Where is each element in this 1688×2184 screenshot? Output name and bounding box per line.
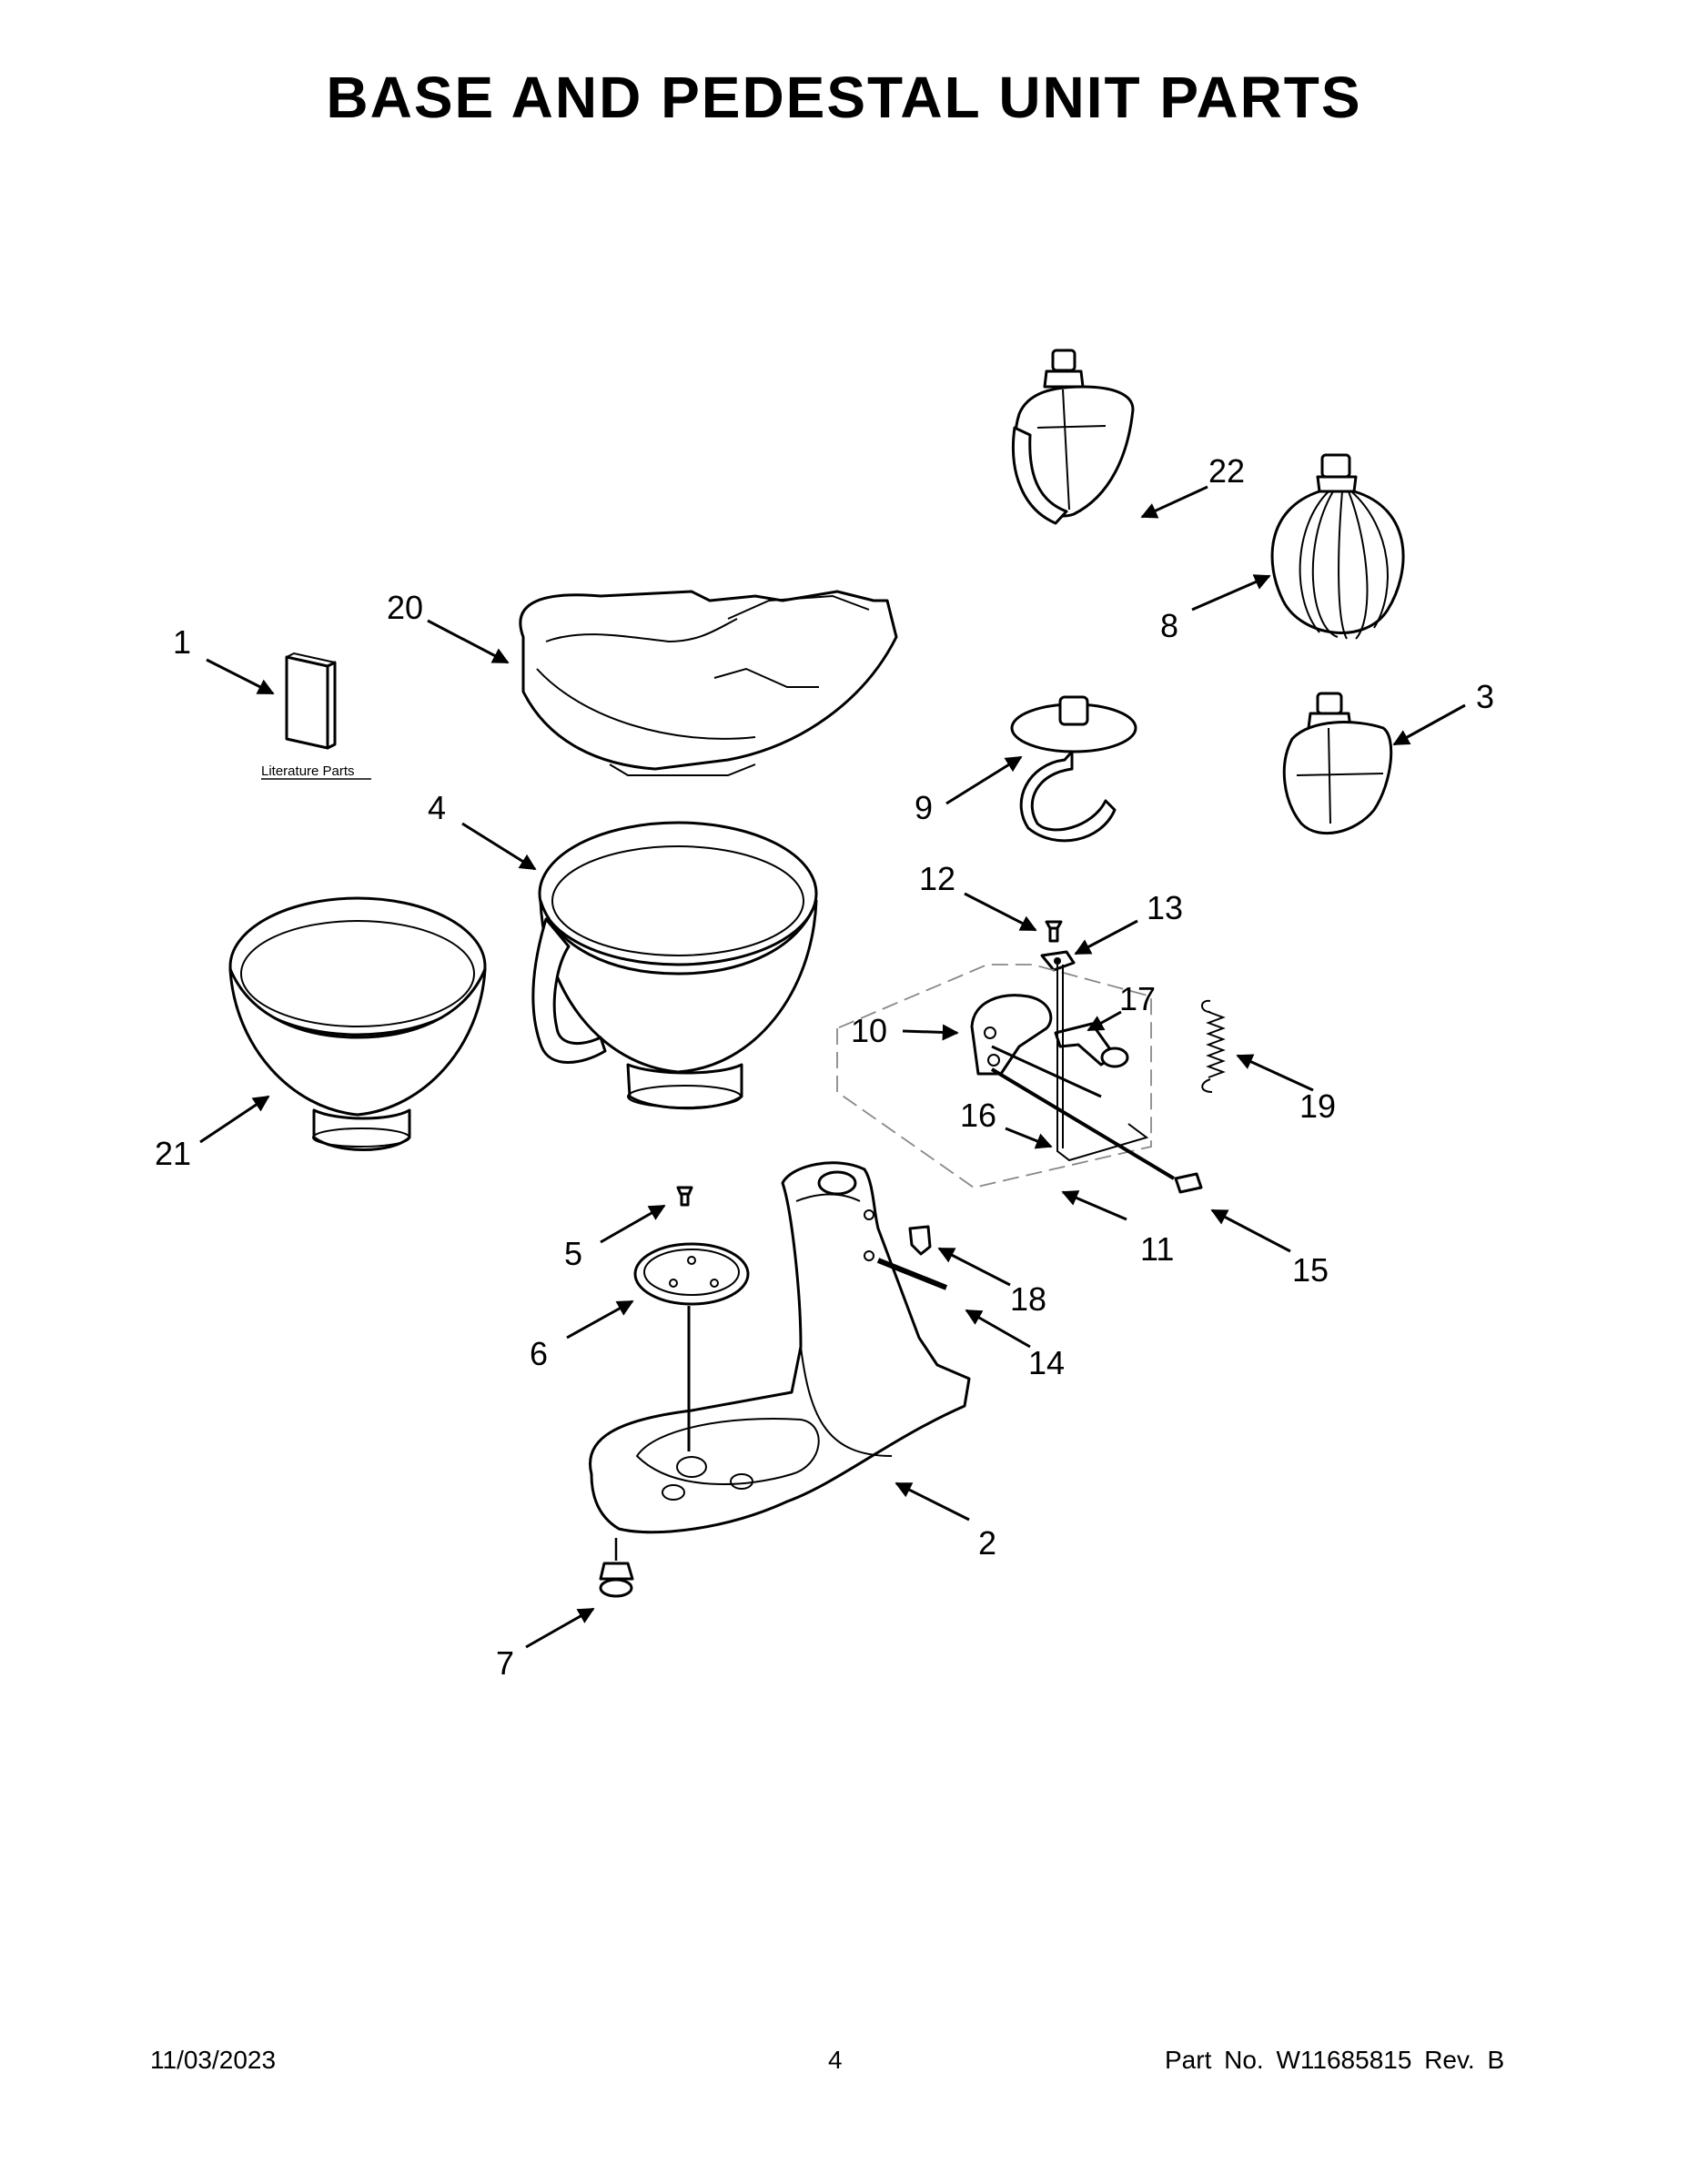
lock-lever	[1054, 1022, 1129, 1068]
rubber-foot	[599, 1538, 634, 1598]
hinge-rod	[1056, 965, 1149, 1162]
screw	[1045, 920, 1063, 943]
callout-8: 8	[1160, 607, 1178, 644]
callout-2: 2	[978, 1524, 996, 1562]
flat-beater	[1282, 692, 1393, 835]
dough-hook	[1010, 695, 1137, 843]
callout-10: 10	[851, 1012, 887, 1049]
callout-13: 13	[1147, 889, 1183, 926]
pedestal-base	[589, 1161, 971, 1534]
callout-3: 3	[1476, 678, 1494, 715]
hinge-assembly-outline	[836, 964, 1152, 1188]
callout-18: 18	[1010, 1280, 1046, 1318]
callout-4: 4	[428, 789, 446, 826]
wire-whip	[1270, 453, 1405, 640]
callout-15: 15	[1292, 1251, 1329, 1289]
callout-arrows	[199, 485, 1466, 1649]
callout-7: 7	[496, 1644, 514, 1682]
footer-date: 11/03/2023	[150, 2046, 277, 2074]
flex-edge-beater	[1011, 349, 1135, 525]
pivot-pin	[876, 1258, 948, 1290]
clamp-plate-screw	[676, 1186, 693, 1207]
callout-20: 20	[387, 589, 423, 626]
callout-1: 1	[173, 623, 191, 661]
callout-11: 11	[1140, 1230, 1174, 1268]
washer	[1040, 950, 1076, 972]
hinge-pin	[1174, 1172, 1203, 1194]
clamp-plate	[633, 1242, 750, 1306]
mixing-bowl	[228, 896, 487, 1151]
callout-5: 5	[564, 1235, 582, 1272]
page-title: BASE AND PEDESTAL UNIT PARTS	[326, 65, 1362, 130]
latch	[908, 1225, 932, 1256]
hinge-rod-upper	[991, 1045, 1102, 1098]
callout-14: 14	[1028, 1344, 1065, 1381]
callout-19: 19	[1299, 1087, 1336, 1125]
callout-22: 22	[1208, 452, 1245, 490]
callout-17: 17	[1119, 980, 1156, 1017]
spring	[1201, 999, 1226, 1093]
hinge-pin-rod	[990, 1067, 1176, 1180]
callout-9: 9	[915, 789, 933, 826]
hinge-bracket	[970, 994, 1053, 1076]
footer-part-number: Part No. W11685815 Rev. B	[1165, 2046, 1505, 2074]
callout-12: 12	[919, 860, 955, 897]
footer-page-number: 4	[828, 2046, 843, 2074]
callout-16: 16	[960, 1097, 996, 1134]
callout-6: 6	[530, 1335, 548, 1372]
literature-parts-booklet	[285, 652, 337, 750]
glass-bowl-with-handle	[531, 821, 818, 1110]
callout-21: 21	[155, 1135, 191, 1172]
pouring-shield	[519, 590, 898, 776]
literature-parts-label: Literature Parts	[261, 763, 355, 779]
